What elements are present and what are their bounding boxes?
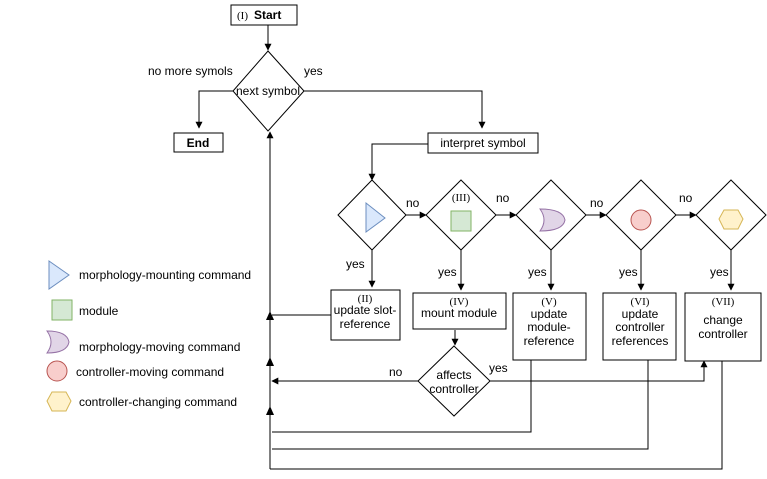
label-yes-top: yes <box>304 64 323 78</box>
label-affects-no: no <box>389 365 403 379</box>
interpret-box <box>427 132 539 154</box>
triangle-icon <box>365 201 386 233</box>
b4-line1: update <box>531 307 568 321</box>
legend-square-icon <box>51 299 73 321</box>
b4-line3: reference <box>524 334 575 348</box>
edge-b5-return <box>272 360 649 450</box>
edge-b4-return <box>272 360 532 433</box>
edge-next-end <box>195 90 233 129</box>
affects-line1: affects <box>436 368 471 382</box>
b2-line1: update slot- <box>334 303 397 317</box>
legend-triangle-icon <box>48 260 70 290</box>
label-yes-2: yes <box>438 265 457 279</box>
update-module-reference-box <box>512 292 587 361</box>
b3-line1: mount module <box>421 306 497 320</box>
update-controller-references-box <box>602 292 677 361</box>
b3-numeral: (IV) <box>450 296 469 308</box>
change-controller-box <box>684 292 762 362</box>
mount-module-box <box>412 292 507 330</box>
hexagon-icon <box>718 209 744 230</box>
update-slot-reference-box <box>330 289 401 341</box>
legend-label-0: morphology-mounting command <box>79 268 251 282</box>
label-no-4: no <box>679 191 693 205</box>
legend-label-4: controller-changing command <box>79 395 237 409</box>
affects-controller-diamond <box>417 345 491 417</box>
start-label: Start <box>254 8 281 22</box>
label-no-1: no <box>406 196 420 210</box>
label-no-3: no <box>590 196 604 210</box>
interpret-label: interpret symbol <box>440 136 525 150</box>
affects-line2: controller <box>429 382 478 396</box>
b6-numeral: (VII) <box>712 296 735 308</box>
crescent-icon <box>539 208 566 232</box>
b4-numeral: (V) <box>541 296 557 308</box>
b6-line1: change <box>703 313 743 327</box>
legend-label-2: morphology-moving command <box>79 340 240 354</box>
b2-line2: reference <box>340 317 391 331</box>
label-yes-4: yes <box>619 265 638 279</box>
b6-line2: controller <box>698 327 747 341</box>
edge-b6-return <box>270 361 723 470</box>
next-symbol-label: next symbol <box>236 84 300 98</box>
label-yes-1: yes <box>346 257 365 271</box>
label-no-more-symbols: no more symols <box>148 64 233 78</box>
circle-icon <box>630 209 652 231</box>
end-label: End <box>187 136 210 150</box>
next-symbol-diamond <box>232 50 305 132</box>
legend-label-3: controller-moving command <box>76 365 224 379</box>
legend: morphology-mounting command module morph… <box>46 260 251 412</box>
b5-line2: controller <box>615 320 664 334</box>
legend-circle-icon <box>46 360 68 382</box>
label-yes-3: yes <box>528 265 547 279</box>
start-numeral: (I) <box>237 10 248 22</box>
label-yes-5: yes <box>710 265 729 279</box>
b5-numeral: (VI) <box>631 296 650 308</box>
legend-crescent-icon <box>46 330 70 354</box>
legend-label-1: module <box>79 304 119 318</box>
edge-affects-b6 <box>490 360 708 382</box>
d2-numeral: (III) <box>452 192 471 204</box>
b4-line2: module- <box>527 320 570 334</box>
edge-next-interpret <box>304 90 486 129</box>
spine-arrowheads <box>266 311 274 415</box>
edge-interpret-d1 <box>368 143 428 181</box>
label-affects-yes: yes <box>489 361 508 375</box>
b5-line3: references <box>612 334 669 348</box>
square-icon <box>450 210 472 232</box>
start-box <box>230 4 298 26</box>
b2-numeral: (II) <box>358 293 373 305</box>
end-box <box>173 132 224 153</box>
legend-hexagon-icon <box>46 391 72 412</box>
b5-line1: update <box>622 307 659 321</box>
label-no-2: no <box>496 191 510 205</box>
